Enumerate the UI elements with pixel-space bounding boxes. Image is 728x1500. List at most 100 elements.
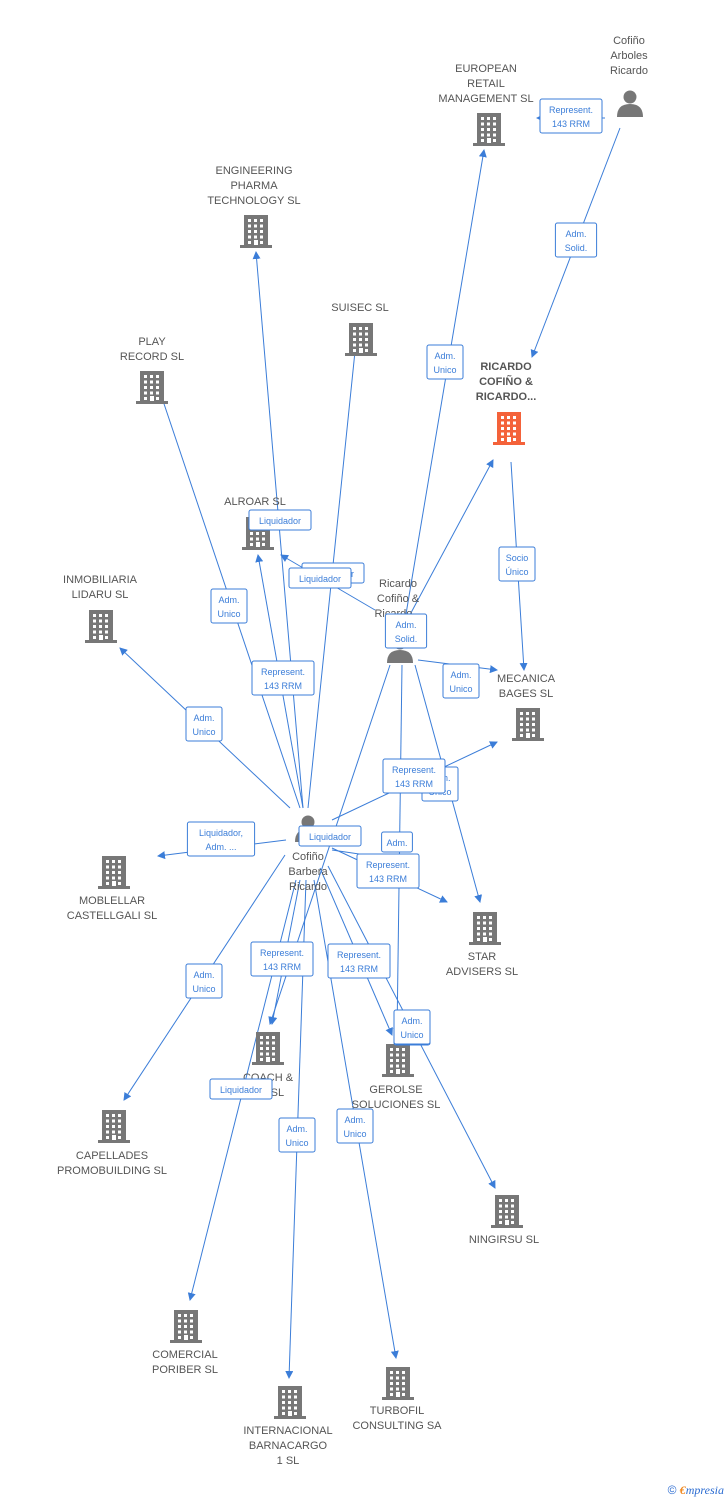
edge-label-text: Adm.: [450, 670, 471, 680]
building-window: [396, 1059, 399, 1062]
edge-label-cofino-barbera-to-moblellar[interactable]: Liquidador,Adm. ...: [186, 821, 256, 857]
building-window: [483, 927, 486, 930]
building-window: [294, 1390, 297, 1393]
building-window: [511, 1215, 514, 1219]
building-window: [178, 1330, 181, 1334]
node-ningirsu[interactable]: NINGIRSU SL: [469, 1195, 539, 1246]
building-window: [106, 860, 109, 863]
edge-label-text: Unico: [449, 684, 472, 694]
edge-label-cofino-barbera-to-star-advisers[interactable]: Adm.: [381, 831, 413, 853]
edge-label-text: Adm.: [218, 595, 239, 605]
node-label: COFIÑO &: [479, 375, 533, 388]
building-window: [520, 717, 523, 721]
edge-label-cofino-barbera-to-capellades[interactable]: Adm.Unico: [185, 963, 223, 999]
building-window: [106, 1130, 109, 1134]
edge-label-text: Adm.: [386, 838, 407, 848]
edge-label-cofino-arboles-to-ricardo-cofino-ricardo[interactable]: Adm.Solid.: [554, 222, 598, 258]
building-window: [118, 882, 121, 885]
building-window: [118, 876, 121, 880]
building-window: [256, 537, 259, 541]
building-icon: [98, 1110, 130, 1143]
edge-label-cofino-barbera-to-coach[interactable]: Represent.143 RRM: [250, 941, 314, 977]
edge-label-cofino-arboles-to-european-retail[interactable]: Represent.143 RRM: [539, 98, 603, 134]
building-window: [99, 630, 102, 634]
footer-brand[interactable]: © €mpresia: [668, 1483, 724, 1498]
building-window: [513, 427, 516, 430]
building-window: [260, 235, 263, 239]
edge-label-text: Liquidador: [259, 516, 301, 526]
building-window: [250, 537, 253, 541]
building-window: [493, 122, 496, 126]
building-window: [99, 619, 102, 623]
building-base: [473, 143, 505, 146]
building-window: [260, 1036, 263, 1039]
building-window: [532, 728, 535, 732]
edge-label-cofino-barbera-to-star-advisers[interactable]: Represent.143 RRM: [356, 853, 420, 889]
node-label: RECORD SL: [120, 351, 184, 363]
edge-label-cofino-barbera-to-alroar[interactable]: Liquidador: [288, 567, 352, 589]
edge-label-cofino-barbera-to-ningirsu[interactable]: Adm.Unico: [393, 1009, 431, 1045]
building-window: [112, 1130, 115, 1134]
building-window: [99, 625, 102, 628]
edge-label-cofino-barbera-to-gerolse[interactable]: Represent.143 RRM: [327, 943, 391, 979]
edge-label-ricardo-cofino-person-to-european-retail[interactable]: Adm.Unico: [426, 344, 464, 380]
building-window: [390, 1376, 393, 1380]
edge-label-box: [209, 1078, 273, 1100]
edge-label-ricardo-cofino-person-to-ricardo-cofino-ricardo[interactable]: Adm.Solid.: [384, 613, 428, 649]
building-door: [483, 937, 487, 942]
building-window: [483, 916, 486, 919]
building-window: [505, 1210, 508, 1213]
building-base: [98, 1140, 130, 1143]
building-base: [493, 442, 525, 445]
building-window: [118, 1136, 121, 1139]
node-label: Ricardo: [289, 881, 327, 893]
edge-label-cofino-barbera-to-turbofil[interactable]: Adm.Unico: [336, 1108, 374, 1144]
edge-label-cofino-barbera-to-play-record[interactable]: Adm.Unico: [210, 588, 248, 624]
building-window: [105, 636, 108, 639]
edge-label-ricardo-cofino-person-to-coach[interactable]: Liquidador: [298, 825, 362, 847]
edge-label-text: Único: [505, 567, 528, 577]
edge-label-cofino-barbera-to-inmobiliaria-lidaru[interactable]: Adm.Unico: [185, 706, 223, 742]
edge-label-ricardo-cofino-person-to-mecanica-bages[interactable]: Adm. Unico: [442, 663, 480, 699]
edge-label-box: [298, 825, 362, 847]
building-window: [105, 625, 108, 628]
edge-label-cofino-barbera-to-mecanica-bages[interactable]: Represent.143 RRM: [382, 758, 446, 794]
building-base: [512, 738, 544, 741]
building-window: [390, 1393, 393, 1396]
edge-label-cofino-barbera-to-internacional-barnacargo[interactable]: Adm.Unico: [278, 1117, 316, 1153]
edge-label-ricardo-cofino-person-to-alroar[interactable]: Liquidador: [248, 509, 312, 531]
building-window: [156, 375, 159, 378]
building-window: [184, 1319, 187, 1323]
edge-label-text: 143 RRM: [263, 962, 301, 972]
building-window: [266, 1036, 269, 1039]
edge-label-cofino-barbera-to-comercial-poriber[interactable]: Liquidador: [209, 1078, 273, 1100]
building-window: [266, 1047, 269, 1050]
building-window: [156, 397, 159, 400]
copyright-symbol: ©: [667, 1483, 677, 1497]
building-window: [353, 349, 356, 352]
node-suisec[interactable]: SUISEC SL: [331, 302, 389, 356]
building-window: [266, 1052, 269, 1056]
person-body: [617, 104, 643, 117]
building-window: [118, 865, 121, 869]
building-window: [272, 1036, 275, 1039]
node-label: Arboles: [610, 50, 648, 62]
edge-label-cofino-barbera-to-engineering-pharma[interactable]: Represent.143 RRM: [251, 660, 315, 696]
building-base: [240, 245, 272, 248]
building-window: [489, 932, 492, 936]
